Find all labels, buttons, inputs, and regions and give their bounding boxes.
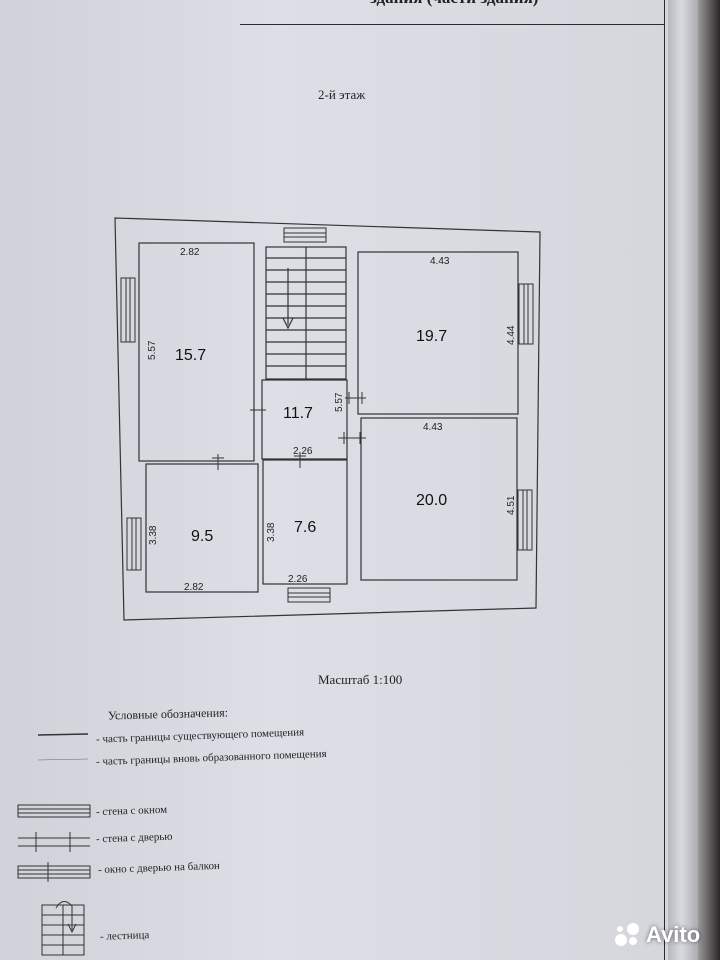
door-marks — [212, 392, 366, 470]
room-19-7-outline — [357, 251, 519, 415]
dim-20-0-width: 4.43 — [423, 422, 443, 433]
area-19-7: 19.7 — [416, 328, 447, 345]
dim-11-7-width: 2.26 — [293, 446, 313, 457]
legend-stair-icon — [41, 901, 85, 956]
area-7-6: 7.6 — [294, 519, 316, 536]
window-left-bottom — [126, 517, 142, 571]
legend-window-wall-icon — [17, 804, 91, 818]
dim-11-7-height: 5.57 — [334, 392, 345, 412]
room-20-0-outline — [360, 417, 518, 581]
window-left-top — [120, 277, 136, 343]
scale-label: Масштаб 1:100 — [318, 672, 403, 687]
frame-top-line — [240, 24, 665, 25]
dim-9-5-height: 3.38 — [148, 525, 159, 545]
floor-plan: 2.82 5.57 4.43 4.44 5.57 2.26 4.43 4.51 … — [17, 217, 541, 956]
window-top — [283, 227, 327, 243]
document-sheet: здания (части здания) 2-й этаж — [0, 0, 690, 960]
frame-right-line — [664, 0, 665, 960]
room-11-7-outline — [261, 379, 348, 460]
window-bottom — [287, 587, 331, 603]
legend-balcony-door-icon — [17, 862, 91, 882]
dim-19-7-width: 4.43 — [430, 256, 450, 267]
window-right-bottom — [517, 489, 533, 551]
dim-20-0-height: 4.51 — [506, 495, 517, 515]
room-7-6-outline — [262, 459, 348, 585]
dim-7-6-height: 3.38 — [266, 522, 277, 542]
legend-door-wall-icon — [18, 832, 90, 852]
outer-wall — [114, 217, 541, 621]
area-9-5: 9.5 — [191, 528, 213, 545]
window-right-top — [518, 283, 534, 345]
avito-dots-icon — [615, 923, 639, 946]
dim-15-7-width: 2.82 — [180, 247, 200, 258]
legend-title: Условные обозначения: — [107, 705, 229, 723]
legend-new-line — [37, 758, 89, 761]
floor-title: 2-й этаж — [318, 87, 366, 102]
area-11-7: 11.7 — [283, 405, 313, 422]
room-9-5-outline — [145, 463, 259, 593]
legend-item-window-wall: - стена с окном — [95, 803, 168, 819]
document-header: здания (части здания) — [370, 0, 538, 8]
dim-19-7-height: 4.44 — [506, 325, 517, 345]
avito-watermark: Avito — [612, 918, 700, 952]
dim-7-6-width: 2.26 — [288, 574, 308, 585]
avito-brand-text: Avito — [646, 922, 701, 947]
dim-9-5-width: 2.82 — [184, 582, 204, 593]
area-15-7: 15.7 — [175, 347, 206, 364]
room-15-7-outline — [138, 242, 255, 462]
legend-item-stair: - лестница — [99, 929, 150, 943]
area-20-0: 20.0 — [416, 492, 447, 509]
background-edge — [698, 0, 720, 960]
sheet-edge — [668, 0, 698, 960]
legend-existing-line — [37, 733, 89, 736]
dim-15-7-height: 5.57 — [147, 340, 158, 360]
